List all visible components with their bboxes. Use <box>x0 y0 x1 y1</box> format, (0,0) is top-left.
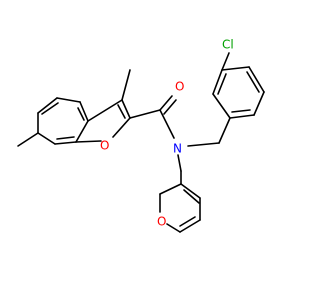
atom-o-furan: O <box>157 215 166 229</box>
molecule-structure: O O N Cl O <box>17 38 265 233</box>
atom-cl: Cl <box>222 38 234 52</box>
atom-n-amide: N <box>173 142 182 156</box>
atom-o-carbonyl: O <box>175 80 184 94</box>
bond-lines <box>17 52 265 233</box>
atom-o-benzofuran: O <box>100 139 109 153</box>
